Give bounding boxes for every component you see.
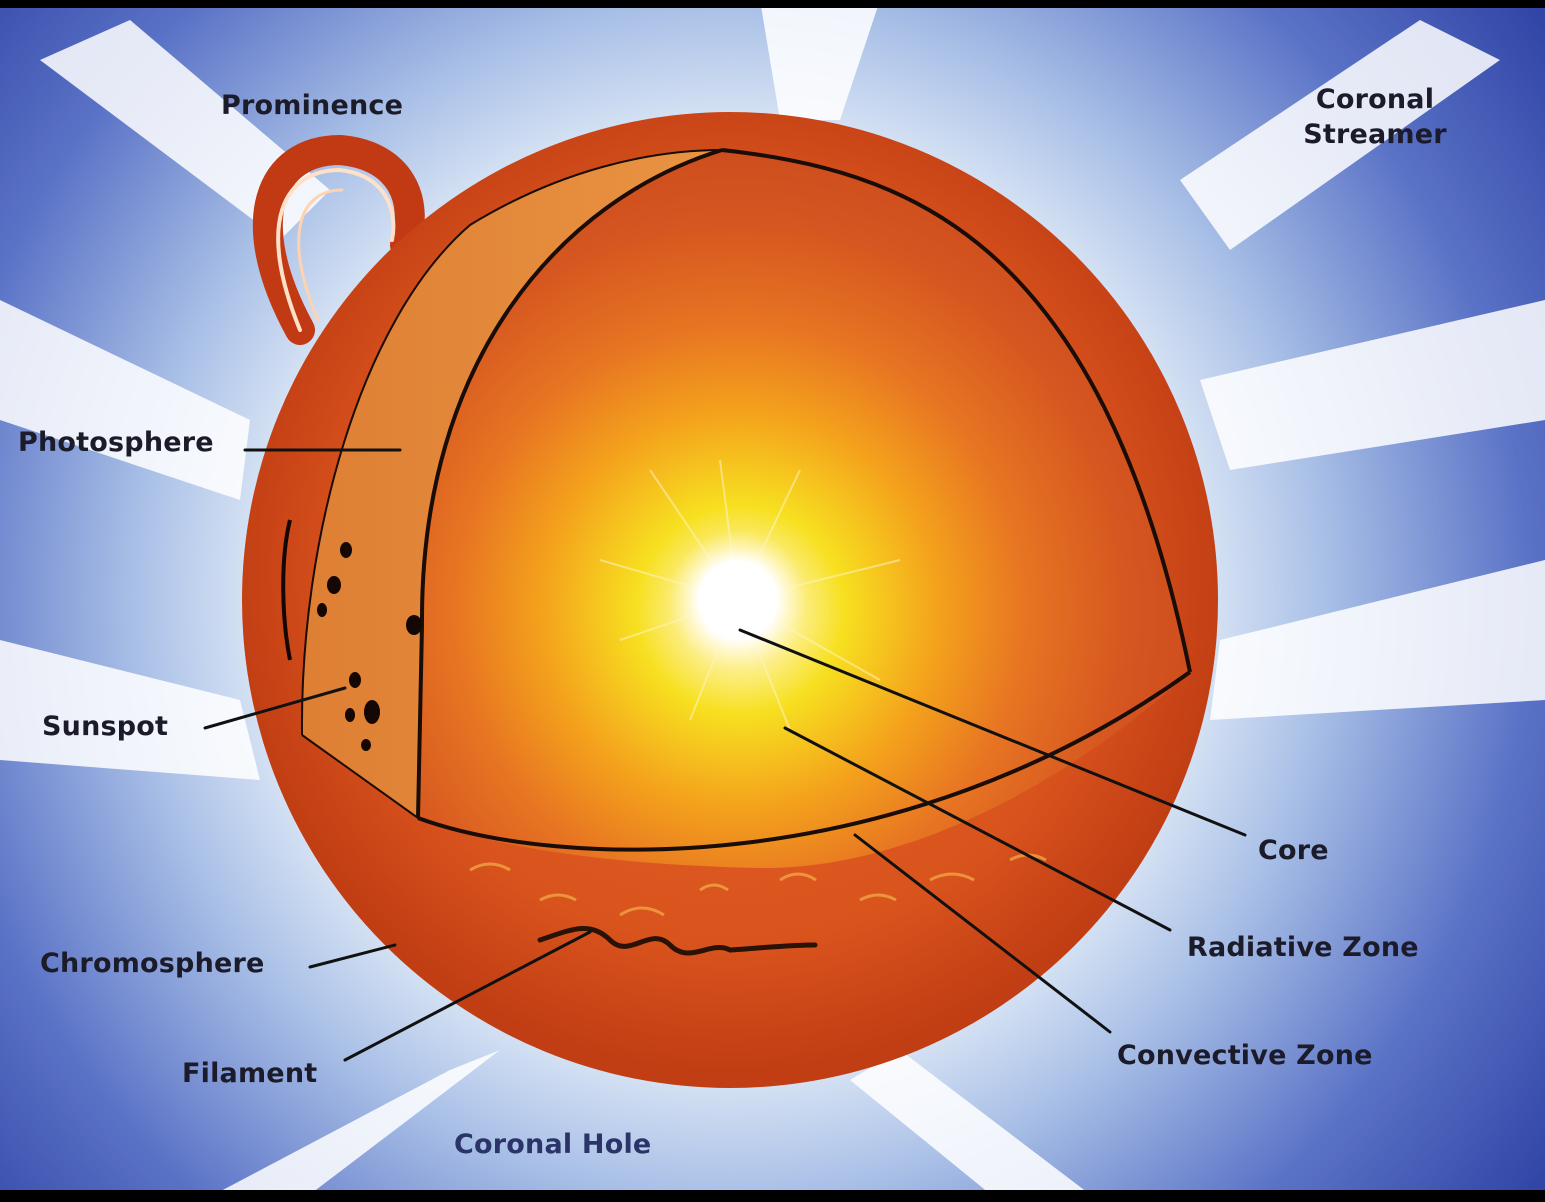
label-filament: Filament — [182, 1056, 317, 1091]
label-sunspot: Sunspot — [42, 709, 168, 744]
label-chromosphere: Chromosphere — [40, 946, 265, 981]
label-photosphere: Photosphere — [18, 425, 214, 460]
label-radiative-zone: Radiative Zone — [1187, 930, 1419, 965]
label-coronal-streamer: Coronal Streamer — [1290, 82, 1460, 152]
label-prominence: Prominence — [221, 88, 403, 123]
label-convective-zone: Convective Zone — [1117, 1038, 1373, 1073]
label-coronal-streamer-line2: Streamer — [1290, 117, 1460, 152]
label-coronal-streamer-line1: Coronal — [1290, 82, 1460, 117]
label-coronal-hole: Coronal Hole — [454, 1127, 651, 1162]
label-core: Core — [1258, 833, 1329, 868]
